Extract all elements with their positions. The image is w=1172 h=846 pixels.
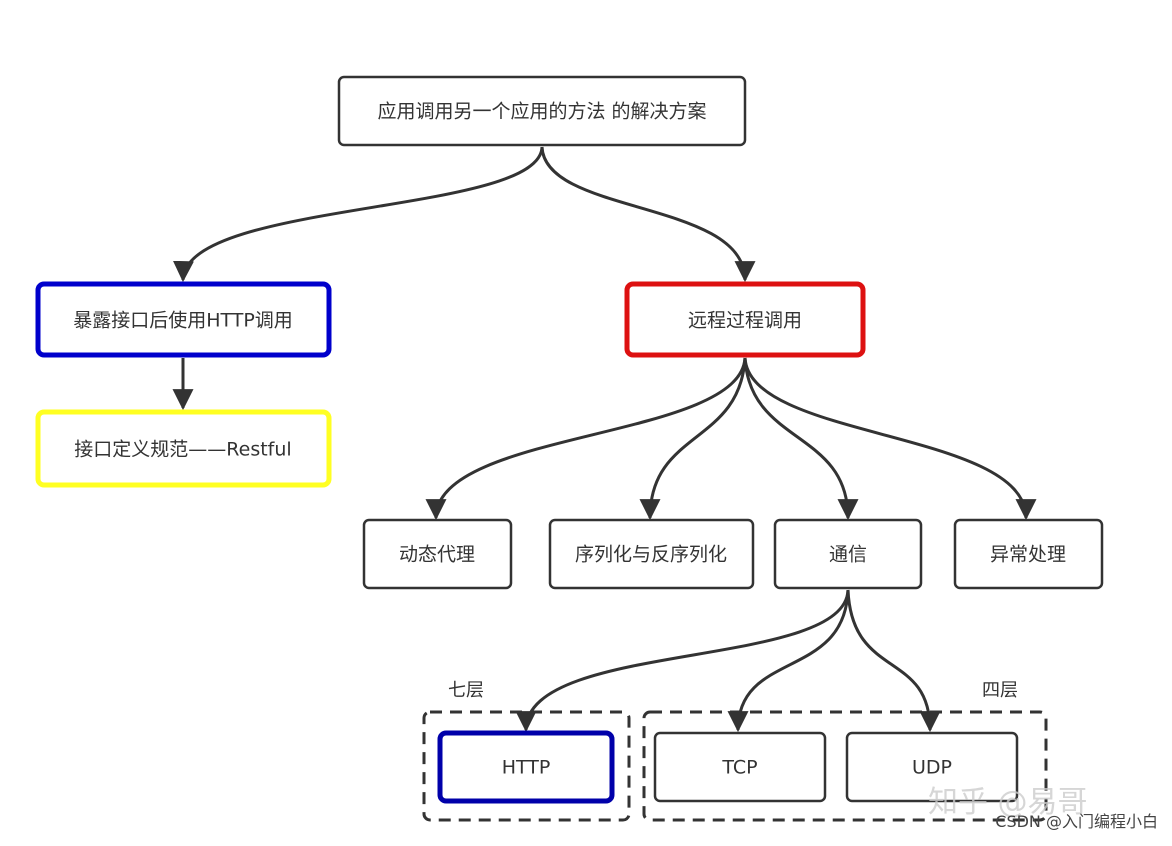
group-four-layer-label: 四层: [982, 680, 1018, 701]
node-exception[interactable]: 异常处理: [953, 518, 1104, 590]
node-communication[interactable]: 通信: [773, 518, 923, 590]
node-tcp[interactable]: TCP: [653, 731, 827, 803]
edge-rpc-to-dynamic-proxy: [425, 357, 747, 521]
watermark-csdn: CSDN @入门编程小白: [995, 812, 1158, 831]
edge-rpc-to-serialization: [639, 357, 747, 521]
node-tcp-box: [653, 731, 827, 803]
node-http-call-box: [35, 281, 332, 358]
node-rpc[interactable]: 远程过程调用: [624, 281, 866, 358]
group-seven-layer-label: 七层: [448, 680, 484, 701]
node-communication-box: [773, 518, 923, 590]
edge-root-to-rpc: [540, 146, 756, 283]
node-udp-box: [845, 731, 1019, 803]
node-dynamic-proxy-box: [362, 518, 513, 590]
node-root-label: 应用调用另一个应用的方法 的解决方案: [377, 101, 706, 123]
group-four-layer-box: [642, 710, 1048, 822]
node-rpc-label: 远程过程调用: [688, 310, 802, 332]
node-udp-label: UDP: [912, 757, 952, 779]
edge-communication-to-http: [515, 589, 850, 733]
node-restful-label: 接口定义规范——Restful: [74, 439, 291, 461]
watermark-zhihu: 知乎 @易哥: [928, 785, 1088, 820]
node-root-box: [337, 75, 747, 147]
edge-communication-to-tcp: [727, 589, 850, 733]
node-tcp-label: TCP: [721, 757, 757, 779]
node-http-label: HTTP: [502, 757, 551, 779]
node-http[interactable]: HTTP: [437, 730, 615, 804]
group-seven-layer-box: [422, 710, 631, 822]
node-rpc-box: [624, 281, 866, 358]
edges: [172, 146, 1037, 733]
node-serialization-box: [548, 518, 755, 590]
node-exception-box: [953, 518, 1104, 590]
node-exception-label: 异常处理: [990, 544, 1066, 566]
edge-rpc-to-exception: [743, 357, 1037, 521]
node-dynamic-proxy-label: 动态代理: [399, 544, 475, 566]
edge-rpc-to-communication: [743, 357, 859, 521]
node-http-call[interactable]: 暴露接口后使用HTTP调用: [35, 281, 332, 358]
node-communication-label: 通信: [829, 544, 867, 566]
node-http-box: [437, 730, 615, 804]
node-serialization-label: 序列化与反序列化: [575, 544, 727, 566]
node-udp[interactable]: UDP: [845, 731, 1019, 803]
edge-root-to-http-call: [173, 146, 544, 283]
edge-communication-to-udp: [846, 589, 941, 733]
node-http-call-label: 暴露接口后使用HTTP调用: [73, 310, 293, 332]
node-dynamic-proxy[interactable]: 动态代理: [362, 518, 513, 590]
node-restful[interactable]: 接口定义规范——Restful: [35, 409, 332, 488]
node-serialization[interactable]: 序列化与反序列化: [548, 518, 755, 590]
node-root[interactable]: 应用调用另一个应用的方法 的解决方案: [337, 75, 747, 147]
node-restful-box: [35, 409, 332, 488]
